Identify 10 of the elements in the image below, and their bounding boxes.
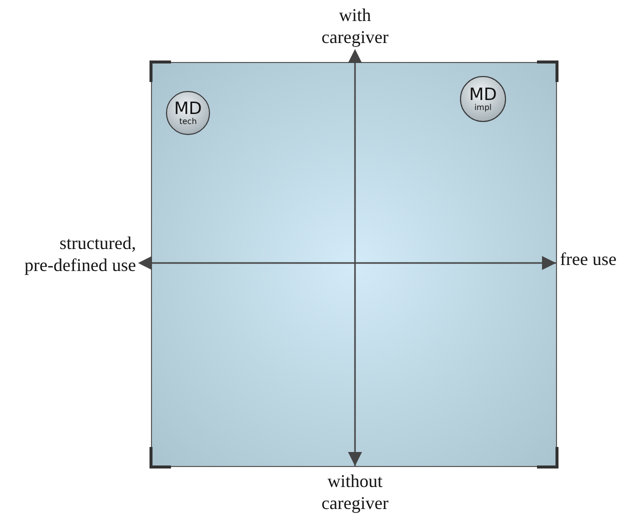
- badge-title: MD: [469, 86, 497, 104]
- axis-label: without caregiver: [320, 470, 390, 514]
- circle-badge: [166, 91, 210, 135]
- badge-subtitle: tech: [179, 118, 197, 126]
- badge-title: MD: [174, 100, 202, 118]
- axis-label: structured, pre-defined use: [24, 232, 136, 276]
- axis-label: with caregiver: [320, 4, 390, 48]
- circle-badge: [460, 76, 506, 122]
- axis-label: free use: [560, 248, 618, 270]
- badge-subtitle: impl: [474, 104, 492, 112]
